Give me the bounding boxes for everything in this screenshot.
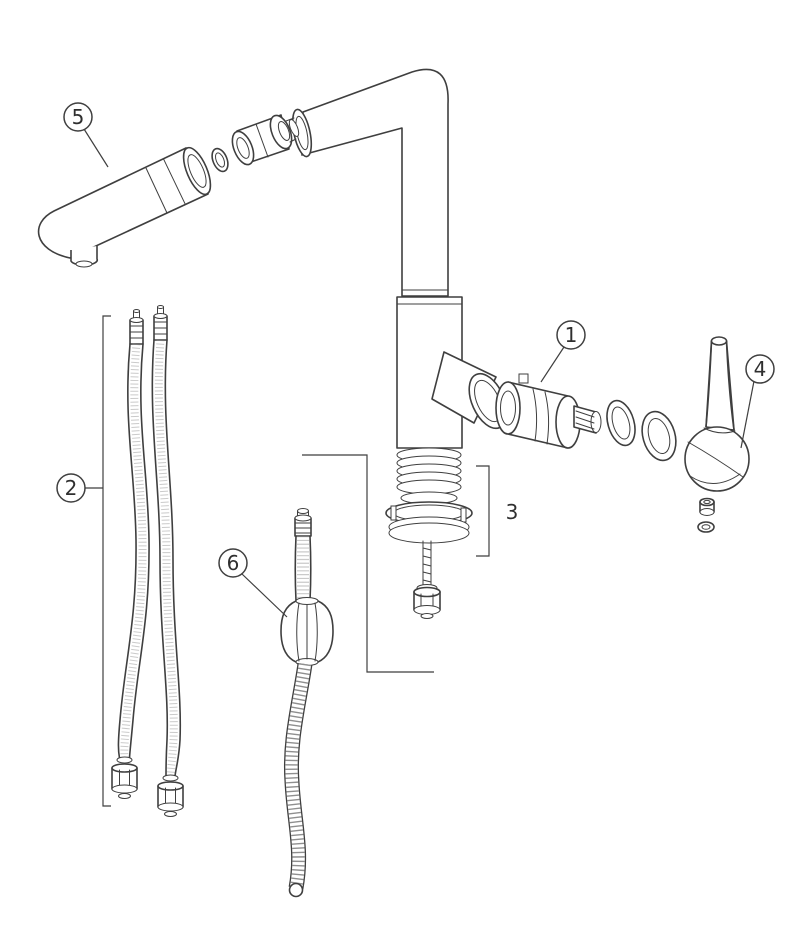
- corrugated-hose: [283, 662, 313, 898]
- faucet-body: [291, 68, 508, 449]
- callout-5-circle: [63, 102, 93, 132]
- callout-2: 2: [56, 315, 111, 807]
- spray-head-fitting: [231, 114, 300, 166]
- supply-hose-right: [151, 305, 184, 817]
- supply-hose-left: [111, 309, 150, 799]
- threaded-tailpiece: [396, 447, 462, 505]
- cartridge-o-ring: [606, 399, 636, 447]
- hose-end-cap: [288, 882, 304, 898]
- hose-reference-bracket: [302, 454, 434, 673]
- callout-2-number: 2: [65, 476, 78, 500]
- hex-nut: [413, 584, 441, 619]
- callout-3: 3: [476, 465, 519, 557]
- handle-ring: [697, 521, 715, 533]
- hose-top-connector: [294, 508, 312, 537]
- mounting-hardware: [385, 447, 473, 619]
- cartridge-stem: [573, 405, 602, 434]
- callout-5-number: 5: [72, 105, 85, 129]
- spray-head: [37, 146, 212, 268]
- callout-6: 6: [218, 548, 288, 618]
- weighted-hose: [280, 454, 434, 898]
- callout-1-number: 1: [565, 323, 578, 347]
- callout-4: 4: [740, 354, 775, 449]
- callout-6-number: 6: [227, 551, 240, 575]
- callout-2-bracket: [102, 315, 111, 807]
- callout-3-number: 3: [506, 500, 519, 524]
- supply-hoses: [111, 305, 184, 817]
- callout-6-circle: [218, 548, 248, 578]
- callout-4-circle: [745, 354, 775, 384]
- cartridge: [495, 373, 602, 449]
- handle-set-screw: [699, 497, 715, 516]
- callout-4-number: 4: [754, 357, 767, 381]
- hose-nut-left: [111, 756, 138, 799]
- cartridge-trim-ring: [641, 410, 677, 462]
- callout-1: 1: [540, 320, 586, 383]
- callout-3-bracket: [476, 465, 490, 557]
- mounting-stud: [422, 540, 432, 591]
- cartridge-port: [431, 351, 508, 430]
- callout-5: 5: [63, 102, 109, 168]
- aerator-tip: [70, 246, 99, 268]
- hose-weight: [280, 597, 334, 666]
- spray-head-o-ring: [211, 147, 229, 173]
- callout-1-circle: [556, 320, 586, 350]
- horseshoe-clip: [388, 516, 470, 544]
- callout-2-circle: [56, 473, 86, 503]
- faucet-lower-body: [396, 296, 463, 449]
- hose-nut-right: [157, 774, 184, 817]
- handle: [684, 336, 750, 492]
